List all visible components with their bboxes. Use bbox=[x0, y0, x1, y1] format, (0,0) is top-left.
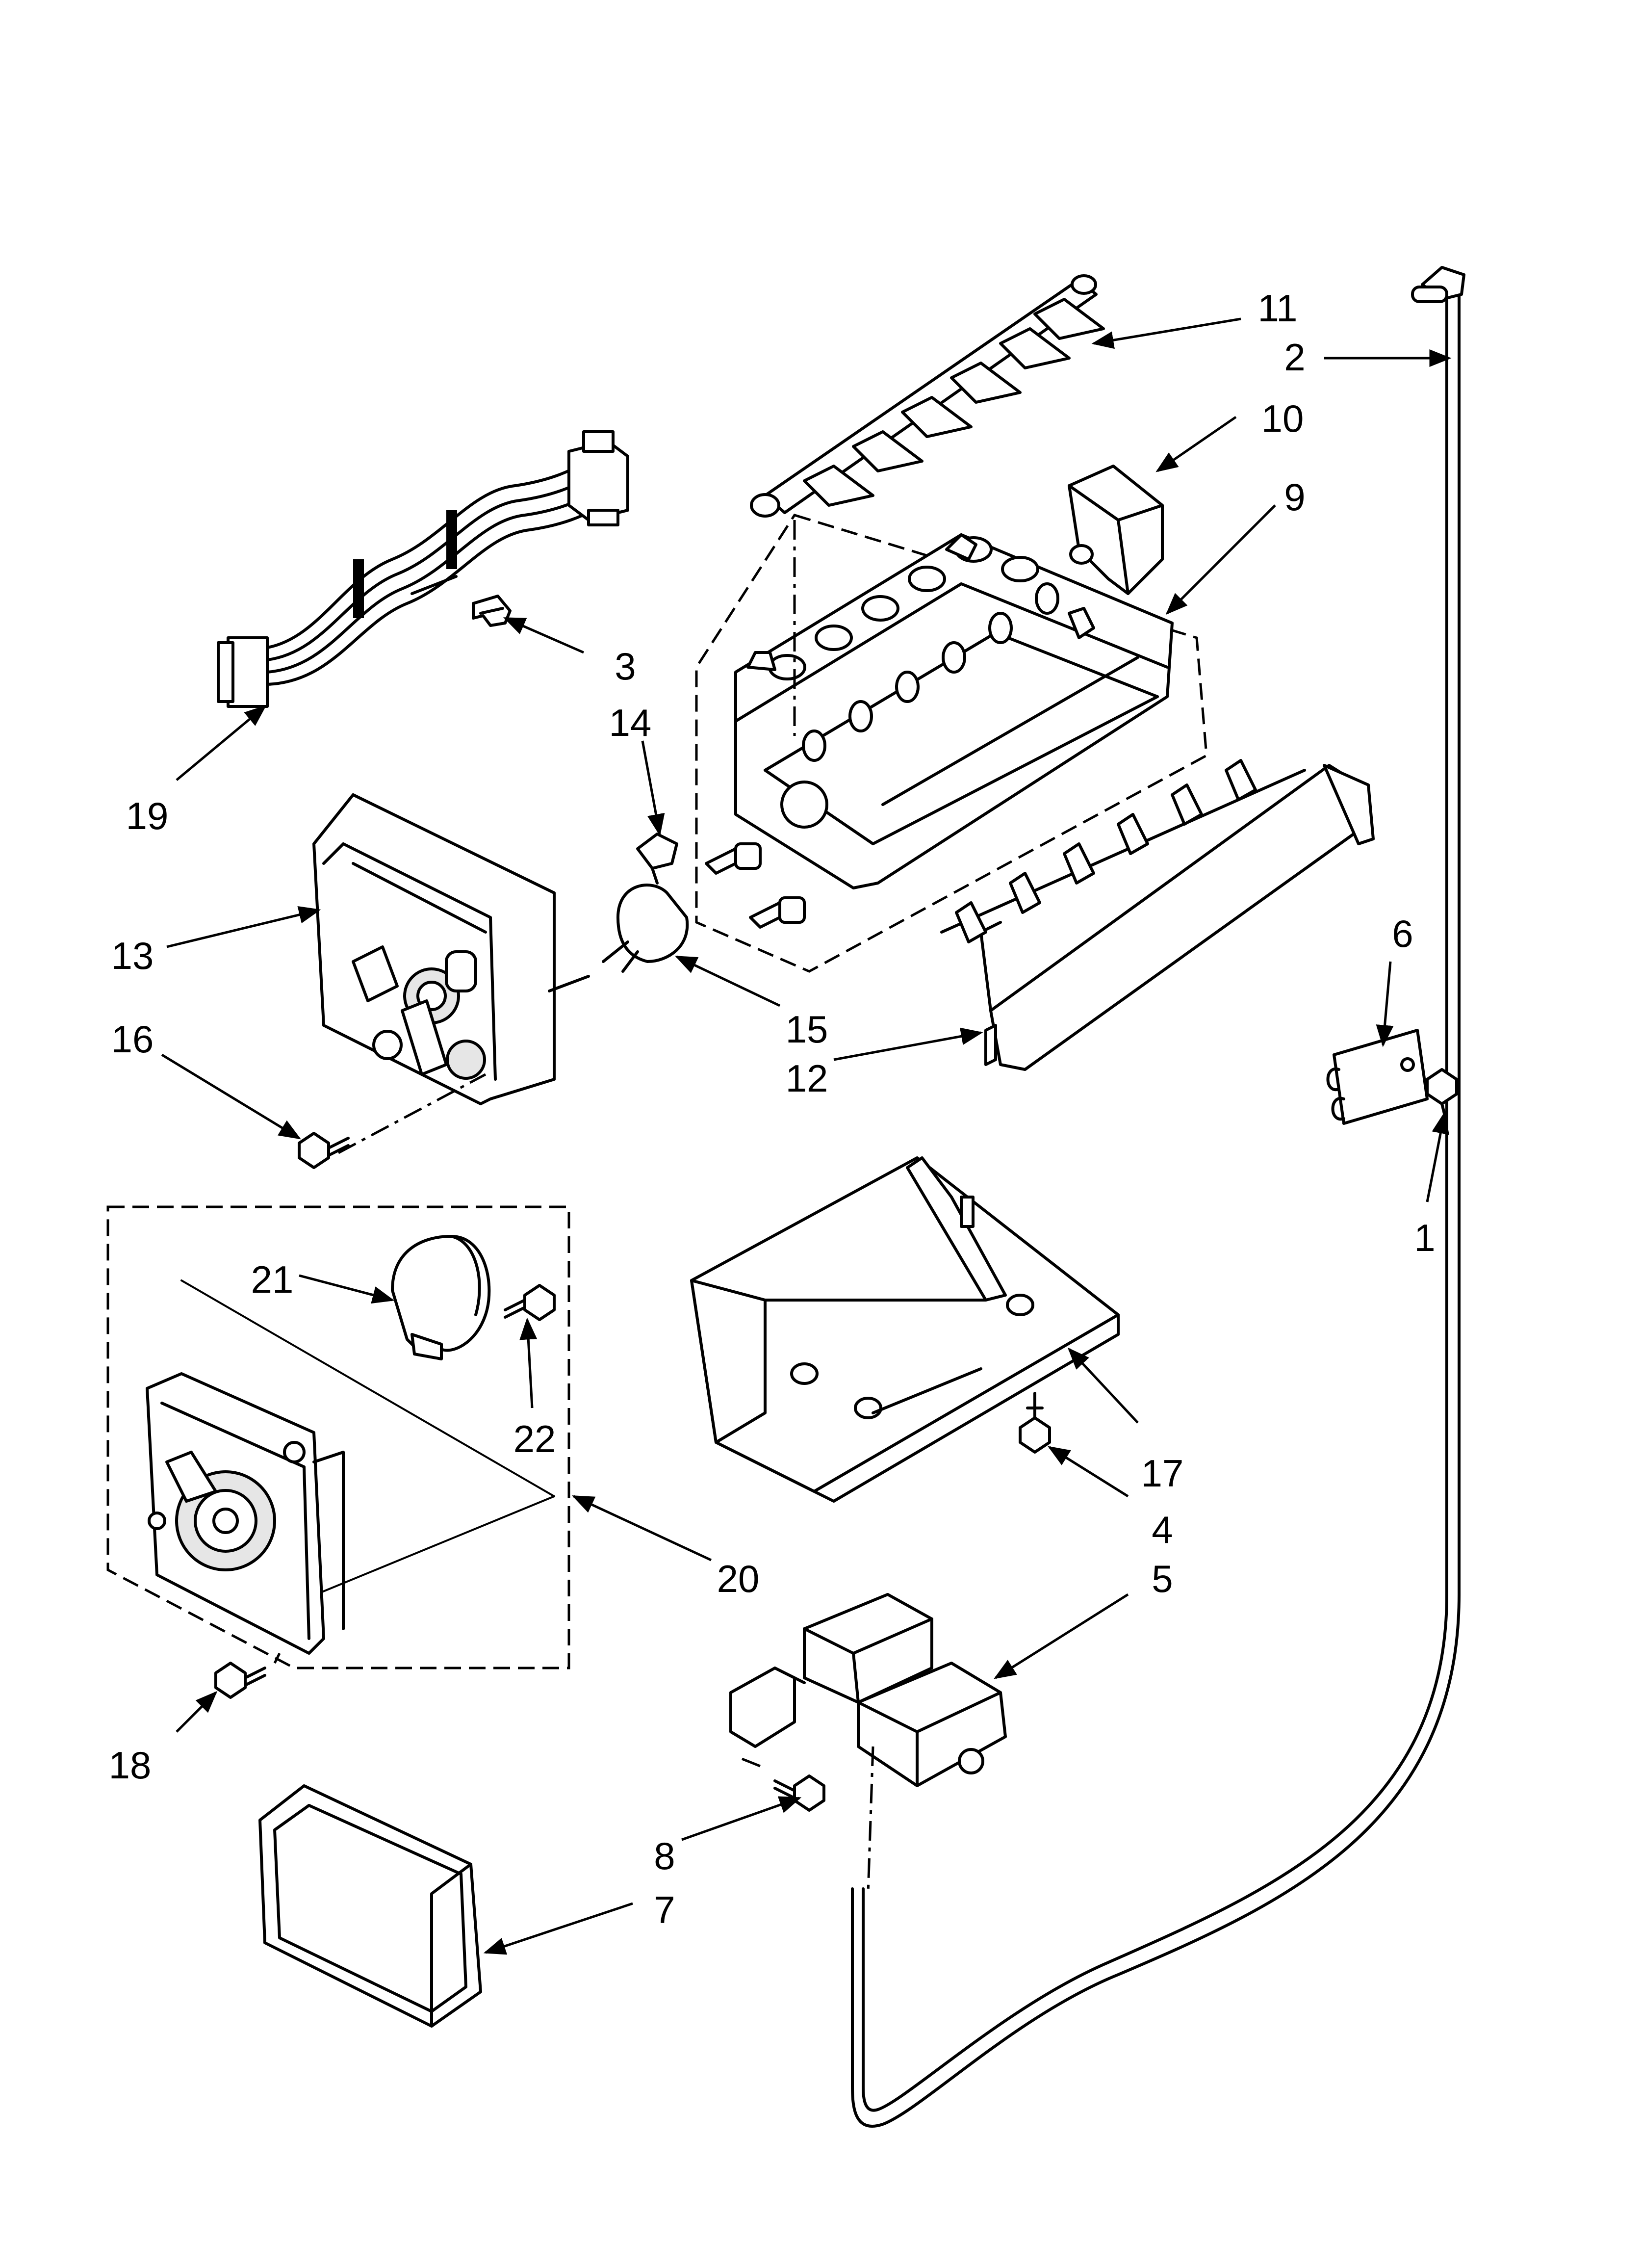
leader-18 bbox=[176, 1691, 218, 1733]
screw-4-part bbox=[1019, 1392, 1051, 1454]
callout-21: 21 bbox=[251, 1258, 294, 1301]
callout-16: 16 bbox=[111, 1017, 154, 1061]
leader-7 bbox=[483, 1902, 633, 1955]
callout-22: 22 bbox=[513, 1417, 556, 1460]
leader-9 bbox=[1165, 504, 1276, 615]
harness-clip-part bbox=[472, 595, 512, 627]
water-valve-part bbox=[729, 1593, 1007, 1787]
leader-4 bbox=[1048, 1446, 1129, 1498]
screw-22-part bbox=[504, 1284, 556, 1321]
leader-10 bbox=[1155, 416, 1237, 472]
callout-7: 7 bbox=[654, 1888, 675, 1931]
leader-17 bbox=[1067, 1347, 1139, 1424]
screw-1-part bbox=[1426, 1068, 1458, 1125]
callout-labels: 11 2 10 9 3 14 19 6 13 15 12 16 1 21 22 … bbox=[109, 287, 1436, 1931]
callout-10: 10 bbox=[1261, 397, 1304, 440]
leader-5 bbox=[994, 1593, 1129, 1679]
ice-bin-part bbox=[690, 1156, 1120, 1503]
callout-17: 17 bbox=[1141, 1452, 1184, 1495]
control-housing-part bbox=[312, 793, 556, 1105]
leader-20 bbox=[571, 1495, 712, 1562]
leader-14 bbox=[641, 740, 665, 836]
leader-21 bbox=[299, 1274, 395, 1304]
screw-18-part bbox=[214, 1662, 266, 1699]
control-module-base-part bbox=[146, 1372, 345, 1655]
screw16-centerline bbox=[337, 1073, 487, 1154]
leader-1 bbox=[1426, 1111, 1449, 1202]
callout-13: 13 bbox=[111, 934, 154, 977]
retainer-clip-part bbox=[636, 833, 678, 885]
leader-lines bbox=[161, 317, 1452, 1955]
callout-4: 4 bbox=[1152, 1508, 1173, 1551]
leader-6 bbox=[1376, 961, 1394, 1047]
callout-18: 18 bbox=[109, 1744, 152, 1787]
callout-11: 11 bbox=[1258, 287, 1298, 330]
callout-12: 12 bbox=[786, 1057, 828, 1100]
valve-centerline bbox=[867, 1746, 874, 1894]
callout-15: 15 bbox=[786, 1008, 828, 1051]
callout-9: 9 bbox=[1284, 475, 1305, 519]
screw18-centerline bbox=[273, 1652, 281, 1664]
leader-12 bbox=[833, 1027, 983, 1061]
leader-3 bbox=[503, 617, 585, 654]
tube-clamp-part bbox=[1326, 1029, 1429, 1125]
module-assembly-part bbox=[106, 1205, 570, 1669]
callout-5: 5 bbox=[1152, 1557, 1173, 1600]
leader-16 bbox=[161, 1053, 301, 1140]
screw8-centerline bbox=[735, 1755, 761, 1768]
callout-14: 14 bbox=[609, 701, 652, 744]
callout-20: 20 bbox=[717, 1557, 760, 1600]
fill-cup-part bbox=[1068, 465, 1164, 595]
motor-part bbox=[391, 1235, 491, 1360]
wire-harness-part bbox=[217, 430, 629, 708]
callout-19: 19 bbox=[126, 794, 169, 837]
callout-8: 8 bbox=[654, 1834, 675, 1877]
leader-13 bbox=[166, 906, 321, 948]
callout-2: 2 bbox=[1284, 336, 1305, 379]
leader-11 bbox=[1091, 317, 1241, 349]
ice-mold-part bbox=[695, 514, 1208, 973]
ejector-part bbox=[750, 274, 1105, 518]
leader-22 bbox=[519, 1317, 538, 1408]
callout-1: 1 bbox=[1414, 1216, 1435, 1259]
callout-3: 3 bbox=[615, 645, 636, 688]
thermostat-part bbox=[548, 884, 689, 992]
cover-part bbox=[258, 1784, 482, 2028]
screw-16-part bbox=[298, 1132, 350, 1169]
leader-15 bbox=[674, 955, 781, 1007]
leader-19 bbox=[176, 705, 267, 781]
ice-stripper-part bbox=[940, 759, 1375, 1071]
fill-tube-part bbox=[851, 266, 1465, 2128]
callout-6: 6 bbox=[1392, 912, 1413, 955]
leader-8 bbox=[681, 1796, 802, 1841]
